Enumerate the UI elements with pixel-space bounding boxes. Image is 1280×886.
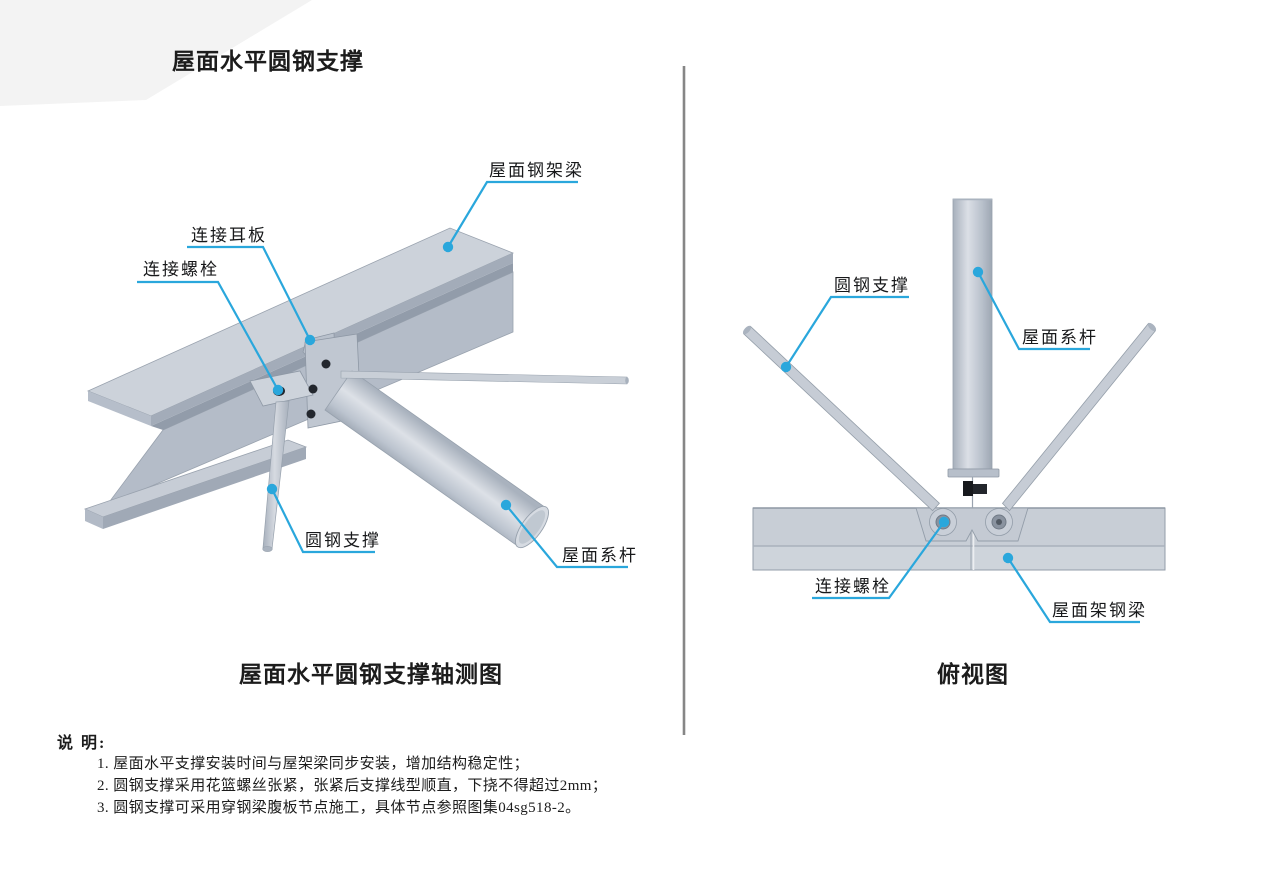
brace-rod (262, 400, 290, 552)
leader-tie-rod-right (977, 271, 1090, 351)
leader-roof-beam-right (1007, 557, 1140, 624)
watermark-shape (0, 0, 312, 106)
note-item: 1. 屋面水平支撑安装时间与屋架梁同步安装，增加结构稳定性； (97, 756, 530, 772)
leader-ear-plate (187, 245, 311, 341)
brace-rod-right (1001, 322, 1157, 512)
label-bolt-left: 连接螺栓 (143, 260, 219, 279)
leader-lines (137, 180, 1140, 624)
plate-bolt (306, 409, 316, 419)
tie-rod-pipe (324, 370, 549, 549)
plate-bolt (321, 359, 331, 369)
note-item: 2. 圆钢支撑采用花篮螺丝张紧，张紧后支撑线型顺直，下挠不得超过2mm； (97, 778, 608, 794)
axonometric-view (83, 227, 629, 552)
label-brace-right: 圆钢支撑 (834, 276, 910, 295)
leader-roof-frame-beam (447, 180, 578, 248)
brace-rod-left (742, 325, 940, 512)
caption-axonometric: 屋面水平圆钢支撑轴测图 (239, 662, 503, 687)
label-roof-beam-right: 屋面架钢梁 (1052, 601, 1147, 620)
splice-bolt (963, 481, 973, 496)
label-ear-plate: 连接耳板 (191, 226, 267, 245)
splice-bolt-nut (973, 484, 987, 494)
leader-brace-right (785, 295, 909, 368)
tie-rod-pipe-plan (947, 198, 1000, 508)
leader-bolt-right (812, 521, 945, 600)
top-view (742, 198, 1166, 571)
notes-block: 说 明: 1. 屋面水平支撑安装时间与屋架梁同步安装，增加结构稳定性； 2. 圆… (57, 729, 607, 819)
label-roof-frame-beam: 屋面钢架梁 (489, 161, 584, 180)
page-title: 屋面水平圆钢支撑 (172, 49, 364, 74)
connection-plates (249, 332, 362, 429)
caption-top-view: 俯视图 (937, 662, 1009, 687)
note-item: 3. 圆钢支撑可采用穿钢梁腹板节点施工，具体节点参照图集04sg518-2。 (97, 800, 581, 816)
plate-bolt (308, 384, 318, 394)
leader-tie-rod-left (505, 504, 628, 569)
label-tie-rod-left: 屋面系杆 (562, 546, 638, 565)
leader-brace-left (271, 488, 375, 554)
horizontal-rod (340, 370, 629, 385)
label-tie-rod-right: 屋面系杆 (1022, 328, 1098, 347)
label-bolt-right: 连接螺栓 (815, 577, 891, 596)
notes-heading: 说 明: (57, 735, 107, 752)
label-brace-left: 圆钢支撑 (305, 531, 381, 550)
leader-bolt-left (137, 280, 279, 391)
leader-dots (266, 241, 1014, 564)
